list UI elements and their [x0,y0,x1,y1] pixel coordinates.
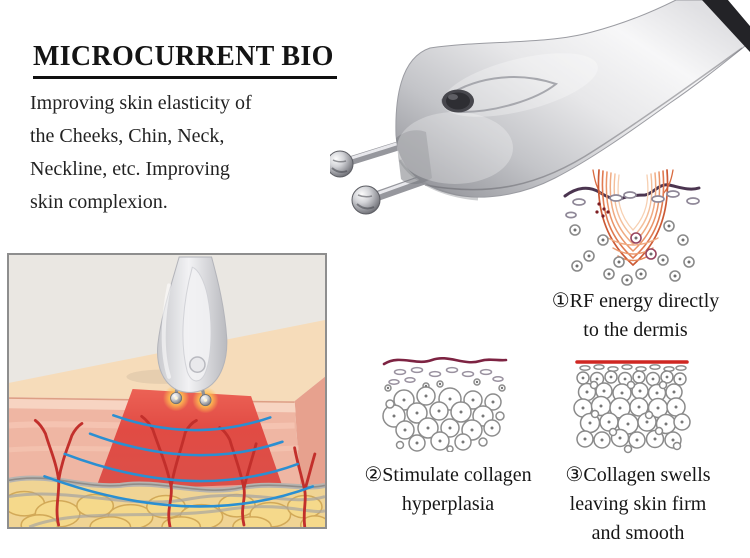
dermis-cells [569,220,695,286]
ball-electrodes [330,136,439,215]
caption-line: ①RF energy directly [551,290,720,312]
energy-fibers [592,169,674,267]
description-line: Neckline, etc. Improving [30,158,230,180]
product-title: MICROCURRENT BIO [33,41,337,79]
energy-waves [43,414,315,508]
caption-line: ②Stimulate collagen [364,464,532,486]
surface-ovals [579,364,687,372]
cell-ovals [565,190,700,219]
caption-line: hyperplasia [401,493,495,515]
description-line: the Cheeks, Chin, Neck, [30,125,225,147]
treated-area [95,388,282,491]
step-1-caption: ①RF energy directly to the dermis [538,287,733,345]
step-3-caption: ③Collagen swells leaving skin firm and s… [538,461,738,548]
surface-ovals [388,366,504,385]
skin-treatment-figure [7,253,327,529]
collagen-cells [382,378,506,452]
fat-lobules [9,490,325,527]
step-2-illustration [382,357,508,452]
step-2-caption: ②Stimulate collagen hyperplasia [352,461,544,519]
description-line: skin complexion. [30,191,168,213]
step-3-illustration [573,360,691,454]
pigment-dots [595,202,610,218]
device-photo [330,0,750,215]
device-end-band [702,0,750,52]
collagen-cells-dense [573,370,691,454]
step-1-illustration [563,169,701,286]
caption-line: leaving skin firm [569,493,707,515]
caption-line: ③Collagen swells [565,464,711,486]
caption-line: and smooth [591,522,685,544]
description-line: Improving skin elasticity of [30,92,252,114]
product-description: Improving skin elasticity of the Cheeks,… [30,87,252,219]
caption-line: to the dermis [583,319,688,341]
